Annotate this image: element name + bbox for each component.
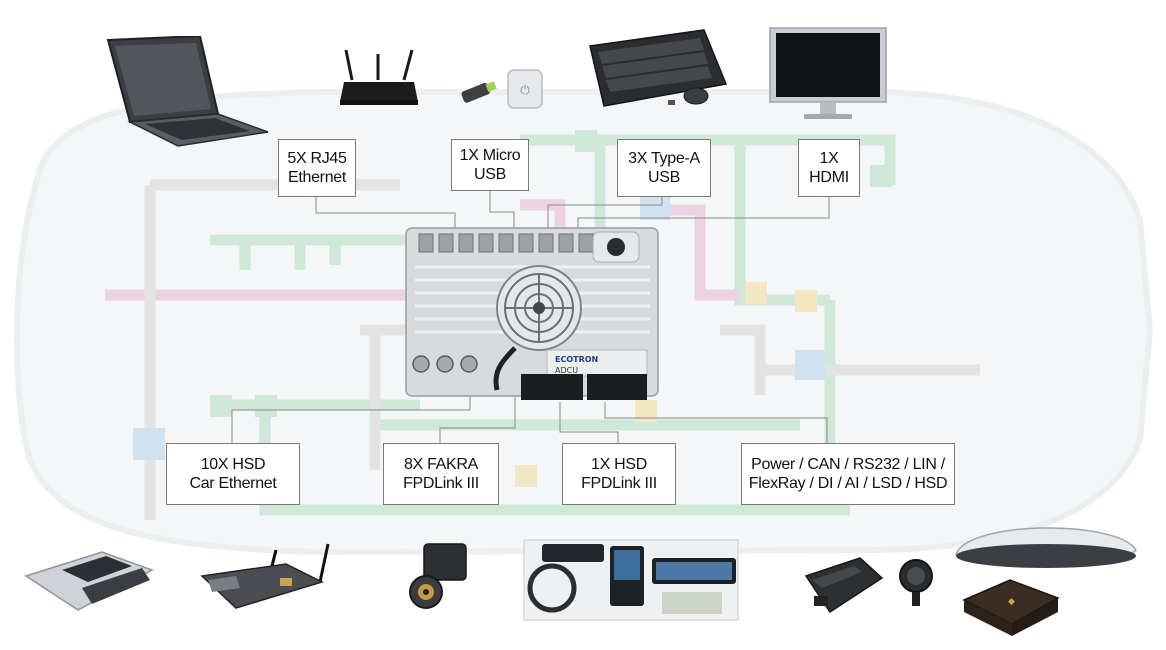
svg-text:◆: ◆ bbox=[1008, 597, 1015, 607]
gnss-antenna-imu-icon: ◆ bbox=[955, 527, 1137, 636]
harness-green-blocks bbox=[210, 130, 892, 417]
camera-icon bbox=[409, 543, 467, 609]
monitor-icon bbox=[769, 27, 887, 119]
svg-text:⏻: ⏻ bbox=[520, 83, 530, 97]
harness-gray bbox=[144, 179, 980, 520]
label-type-a-usb: 3X Type-A USB bbox=[617, 139, 711, 197]
label-hsd-car-ethernet: 10X HSD Car Ethernet bbox=[166, 443, 300, 505]
label-micro-usb: 1X Micro USB bbox=[451, 139, 529, 191]
ecu-module-icon bbox=[24, 551, 154, 611]
usb-drives-icon: ⏻ bbox=[461, 69, 543, 109]
label-hdmi: 1X HDMI bbox=[798, 139, 860, 197]
keyboard-mouse-icon bbox=[589, 29, 728, 107]
router-icon bbox=[340, 49, 418, 105]
adcu-brand: ECOTRON bbox=[555, 355, 598, 364]
label-power-can-bus: Power / CAN / RS232 / LIN / FlexRay / DI… bbox=[741, 443, 955, 505]
cockpit-display-icon bbox=[523, 539, 739, 621]
gateway-module-icon bbox=[200, 543, 330, 609]
label-fakra-fpdlink: 8X FAKRA FPDLink III bbox=[383, 443, 499, 505]
label-rj45-ethernet: 5X RJ45 Ethernet bbox=[278, 139, 356, 197]
adcu-model: ADCU bbox=[555, 366, 578, 375]
radar-and-ultrasonic-sensor-icon bbox=[804, 557, 933, 614]
label-hsd-fpdlink: 1X HSD FPDLink III bbox=[562, 443, 676, 505]
harness-yellow bbox=[515, 282, 817, 487]
adcu-controller: ECOTRON ADCU bbox=[405, 227, 659, 400]
laptop-icon bbox=[106, 36, 269, 147]
connector-lines bbox=[231, 190, 830, 443]
